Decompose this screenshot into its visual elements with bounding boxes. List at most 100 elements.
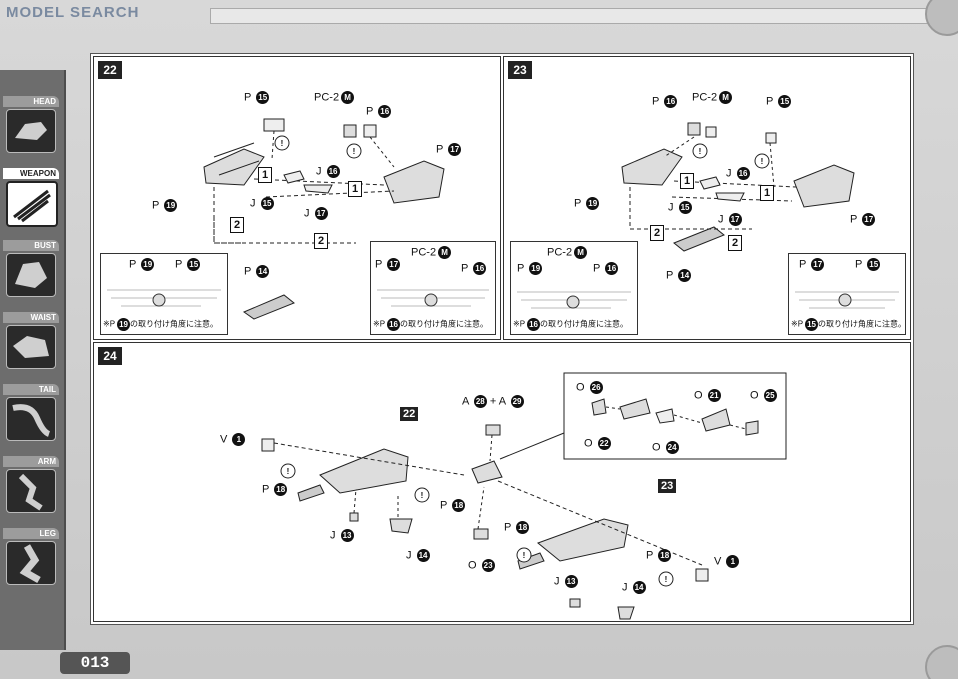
sidebar-item-arm[interactable]: ARM xyxy=(3,456,59,514)
part-label-p17: P 17 xyxy=(436,143,462,156)
sidebar-item-label: TAIL xyxy=(3,384,59,395)
sidebar-item-leg[interactable]: LEG xyxy=(3,528,59,586)
arm-icon xyxy=(6,469,56,513)
part-label-o21: O 21 xyxy=(694,389,721,402)
part-label-p18: P 18 xyxy=(440,499,466,512)
step-marker: 2 xyxy=(650,225,665,241)
svg-text:!: ! xyxy=(699,147,702,156)
part-label-j13: J 13 xyxy=(554,575,578,588)
gear-icon xyxy=(925,645,958,679)
detail-sketch xyxy=(795,291,899,309)
sidebar-item-label: ARM xyxy=(3,456,59,467)
step-24-panel: 24 xyxy=(93,342,911,622)
part-label-p19: P 19 xyxy=(152,199,178,212)
part-label-v1: V 1 xyxy=(220,433,246,446)
part-label-p19: P 19 xyxy=(129,258,155,271)
part-label-o26: O 26 xyxy=(576,381,603,394)
step-marker: 1 xyxy=(680,173,695,189)
part-label-o23: O 23 xyxy=(468,559,495,572)
gear-icon xyxy=(925,0,958,36)
part-label-p17: P 17 xyxy=(850,213,876,226)
part-label-p19: P 19 xyxy=(517,262,543,275)
sidebar-item-waist[interactable]: WAIST xyxy=(3,312,59,370)
part-label-j15: J 15 xyxy=(668,201,692,214)
sidebar-item-tail[interactable]: TAIL xyxy=(3,384,59,442)
step-22-diagram: !! xyxy=(203,118,445,320)
part-label-p15: P 15 xyxy=(175,258,201,271)
step-23-panel: 23 !! xyxy=(503,56,911,340)
sidebar-item-label: HEAD xyxy=(3,96,59,107)
sidebar-item-label: BUST xyxy=(3,240,59,251)
part-label-p15: P 15 xyxy=(244,91,270,104)
part-label-p16: P 16 xyxy=(461,262,487,275)
part-label-o24: O 24 xyxy=(652,441,679,454)
step-number: 23 xyxy=(508,61,532,79)
weapon-icon xyxy=(6,181,58,227)
part-label-p15: P 15 xyxy=(766,95,792,108)
step-number: 24 xyxy=(98,347,122,365)
part-label-p14: P 14 xyxy=(666,269,692,282)
part-label-j17: J 17 xyxy=(304,207,328,220)
step-marker: 2 xyxy=(728,235,743,251)
part-label-o25: O 25 xyxy=(750,389,777,402)
part-label-p17: P 17 xyxy=(799,258,825,271)
part-label-p16: P 16 xyxy=(366,105,392,118)
svg-text:!: ! xyxy=(761,157,764,166)
step-number: 22 xyxy=(98,61,122,79)
part-label-j16: J 16 xyxy=(316,165,340,178)
part-label-p18: P 18 xyxy=(646,549,672,562)
instruction-frame: 22 xyxy=(90,53,914,625)
part-label-p14: P 14 xyxy=(244,265,270,278)
sidebar-item-weapon[interactable]: WEAPON xyxy=(3,168,59,227)
detail-sketch xyxy=(517,291,631,309)
part-label-j15: J 15 xyxy=(250,197,274,210)
leg-icon xyxy=(6,541,56,585)
part-label-p18: P 18 xyxy=(504,521,530,534)
part-label-v1: V 1 xyxy=(714,555,740,568)
svg-text:!: ! xyxy=(523,551,526,560)
part-label-o22: O 22 xyxy=(584,437,611,450)
part-label-j14: J 14 xyxy=(406,549,430,562)
sidebar-item-label: WEAPON xyxy=(3,168,59,179)
sidebar-item-label: LEG xyxy=(3,528,59,539)
part-label-p19: P 19 xyxy=(574,197,600,210)
svg-text:!: ! xyxy=(281,139,284,148)
part-label-p16: P 16 xyxy=(593,262,619,275)
part-label-j13: J 13 xyxy=(330,529,354,542)
step-23-diagram: !! xyxy=(621,122,855,252)
step-22-panel: 22 xyxy=(93,56,501,340)
part-label-p15: P 15 xyxy=(855,258,881,271)
assembly-label-22: 22 xyxy=(400,407,419,421)
svg-text:!: ! xyxy=(287,467,290,476)
sidebar-item-label: WAIST xyxy=(3,312,59,323)
top-bar xyxy=(210,8,952,24)
page-number: 013 xyxy=(60,652,130,674)
assembly-label-23: 23 xyxy=(658,479,677,493)
sidebar-item-head[interactable]: HEAD xyxy=(3,96,59,154)
waist-icon xyxy=(6,325,56,369)
sidebar-item-bust[interactable]: BUST xyxy=(3,240,59,298)
part-label-p16: P 16 xyxy=(652,95,678,108)
head-icon xyxy=(6,109,56,153)
part-label-a28-a29: A 28 + A 29 xyxy=(462,395,524,408)
step-marker: 1 xyxy=(258,167,273,183)
detail-sketch xyxy=(107,289,221,307)
step-marker: 1 xyxy=(760,185,775,201)
part-label-j16: J 16 xyxy=(726,167,750,180)
svg-text:!: ! xyxy=(421,491,424,500)
step-marker: 1 xyxy=(348,181,363,197)
part-label-p18: P 18 xyxy=(262,483,288,496)
step-marker: 2 xyxy=(230,217,245,233)
